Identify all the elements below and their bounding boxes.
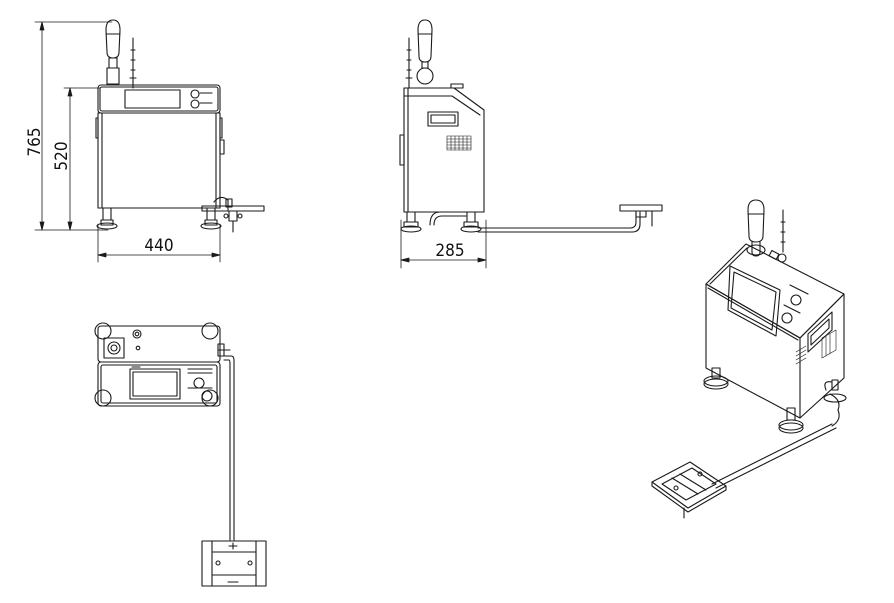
dimension-520	[64, 88, 100, 230]
iso-pedal	[652, 462, 726, 518]
dimension-label-285: 285	[435, 241, 464, 261]
isometric-view	[652, 200, 846, 518]
side-pedal-cable	[430, 212, 640, 232]
side-handle	[417, 20, 433, 84]
iso-vent	[796, 330, 836, 364]
top-pedal	[202, 541, 266, 586]
front-pedal	[202, 197, 264, 232]
front-body	[98, 113, 220, 208]
dimension-label-765: 765	[25, 127, 45, 156]
side-body	[404, 88, 484, 212]
iso-cable-connector	[825, 382, 839, 426]
top-display	[130, 369, 180, 399]
iso-display	[728, 266, 780, 336]
front-display	[125, 90, 180, 108]
front-feet	[97, 208, 221, 229]
side-vent	[447, 136, 471, 150]
dimension-285	[401, 220, 486, 268]
side-antenna	[406, 38, 412, 88]
iso-handle	[747, 200, 765, 256]
antenna	[130, 38, 136, 88]
side-label-window	[428, 112, 458, 126]
dimension-label-440: 440	[144, 236, 173, 256]
side-pedal	[620, 205, 662, 226]
iso-pedal-cable	[712, 424, 836, 488]
dimension-label-520: 520	[52, 141, 72, 170]
dimension-440	[98, 225, 220, 262]
side-view: 285	[400, 20, 662, 268]
top-view	[95, 323, 266, 586]
front-view: 765 520 440	[25, 20, 264, 262]
control-handle	[106, 20, 120, 84]
iso-feet	[704, 368, 846, 433]
top-pedal-cable	[224, 356, 234, 540]
dimension-765	[35, 22, 112, 230]
